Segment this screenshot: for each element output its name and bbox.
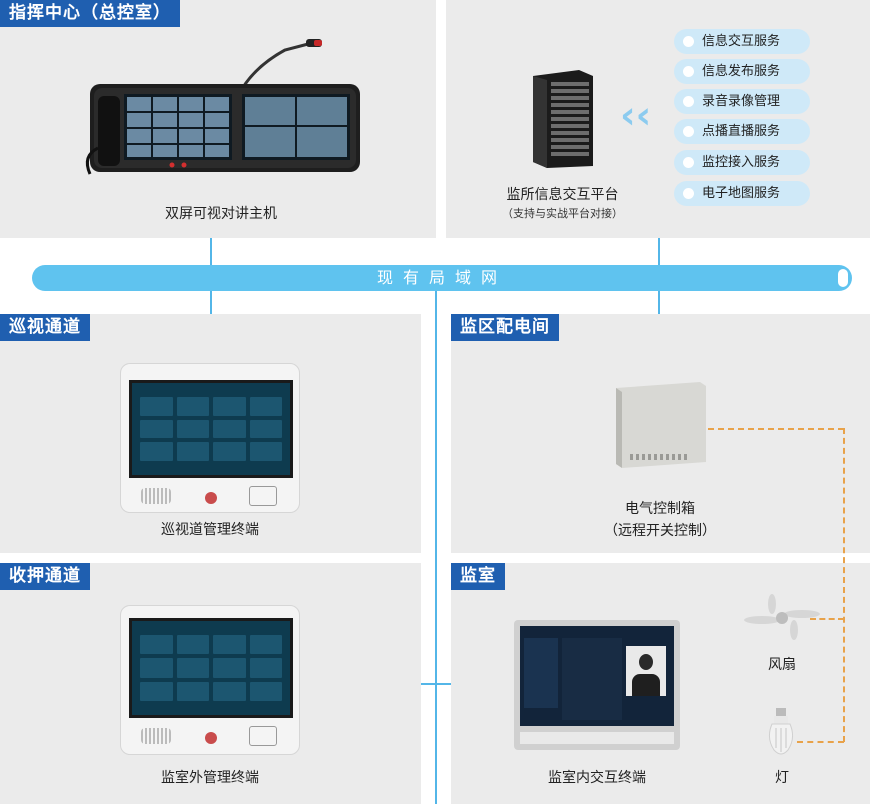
- outside-terminal-image: [120, 605, 300, 755]
- speaker-grille: [141, 728, 171, 744]
- lan-bar: 现有局域网: [32, 265, 852, 291]
- inside-terminal-image: [514, 620, 680, 750]
- server-cabinet-image: [527, 68, 597, 168]
- bulb-image: [766, 708, 796, 758]
- bullet-icon: [683, 36, 694, 47]
- wire-fan: [810, 618, 844, 620]
- patrol-terminal-label: 巡视道管理终端: [161, 522, 259, 538]
- electric-box-image: [612, 382, 708, 468]
- platform-subtitle: （支持与实战平台对接）: [502, 207, 623, 220]
- lan-end-cap: [836, 267, 850, 289]
- bullet-icon: [683, 126, 694, 137]
- nfc-reader-icon: [249, 726, 277, 746]
- terminal-bottom-bar: [520, 732, 674, 744]
- link-escort: [421, 683, 435, 685]
- portrait-photo: [626, 646, 666, 696]
- section-escort: 收押通道: [0, 563, 90, 590]
- terminal-screen: [129, 618, 293, 718]
- section-cell: 监室: [451, 563, 505, 590]
- section-command-center: 指挥中心（总控室）: [0, 0, 180, 27]
- electric-box-label: 电气控制箱: [625, 501, 695, 517]
- service-item-2: 信息发布服务: [674, 59, 810, 84]
- service-label: 点播直播服务: [702, 124, 781, 139]
- terminal-screen: [520, 626, 674, 726]
- service-item-3: 录音录像管理: [674, 89, 810, 114]
- bullet-icon: [683, 66, 694, 77]
- link-power: [658, 290, 660, 314]
- info-panel: [562, 638, 622, 720]
- section-patrol: 巡视通道: [0, 314, 90, 341]
- service-item-4: 点播直播服务: [674, 119, 810, 144]
- backbone-vertical: [435, 290, 437, 804]
- service-label: 录音录像管理: [702, 94, 781, 109]
- bullet-icon: [683, 157, 694, 168]
- service-label: 电子地图服务: [702, 186, 781, 201]
- emergency-button: [205, 732, 217, 744]
- link-patrol: [210, 290, 212, 314]
- speaker-grille: [141, 488, 171, 504]
- avatar-body: [632, 674, 660, 696]
- service-item-6: 电子地图服务: [674, 181, 810, 206]
- inside-terminal-label: 监室内交互终端: [548, 770, 646, 786]
- platform-title: 监所信息交互平台: [506, 187, 619, 203]
- link-platform: [658, 238, 660, 266]
- link-host: [210, 238, 212, 266]
- wire-box-horizontal: [708, 428, 844, 430]
- fan-label: 风扇: [768, 657, 796, 673]
- lamp-label: 灯: [775, 770, 789, 786]
- electric-box-sublabel: （远程开关控制）: [604, 523, 716, 539]
- patrol-terminal-image: [120, 363, 300, 513]
- outside-terminal-label: 监室外管理终端: [161, 770, 259, 786]
- service-item-5: 监控接入服务: [674, 150, 810, 175]
- lan-label: 现有局域网: [376, 268, 507, 287]
- wire-lamp: [797, 741, 844, 743]
- list-panel: [524, 638, 558, 708]
- bullet-icon: [683, 188, 694, 199]
- bullet-icon: [683, 96, 694, 107]
- dual-screen-host-image: [80, 38, 362, 178]
- chevron-left-icon: ‹‹: [620, 93, 652, 137]
- service-label: 监控接入服务: [702, 155, 781, 170]
- emergency-button: [205, 492, 217, 504]
- dual-screen-host-label: 双屏可视对讲主机: [165, 206, 277, 222]
- service-label: 信息发布服务: [702, 64, 781, 79]
- ceiling-fan-image: [742, 594, 822, 642]
- nfc-reader-icon: [249, 486, 277, 506]
- terminal-screen: [129, 380, 293, 478]
- link-cell: [435, 683, 451, 685]
- service-item-1: 信息交互服务: [674, 29, 810, 54]
- wire-vertical: [843, 428, 845, 742]
- service-label: 信息交互服务: [702, 34, 781, 49]
- avatar-head: [639, 654, 653, 670]
- section-power-room: 监区配电间: [451, 314, 559, 341]
